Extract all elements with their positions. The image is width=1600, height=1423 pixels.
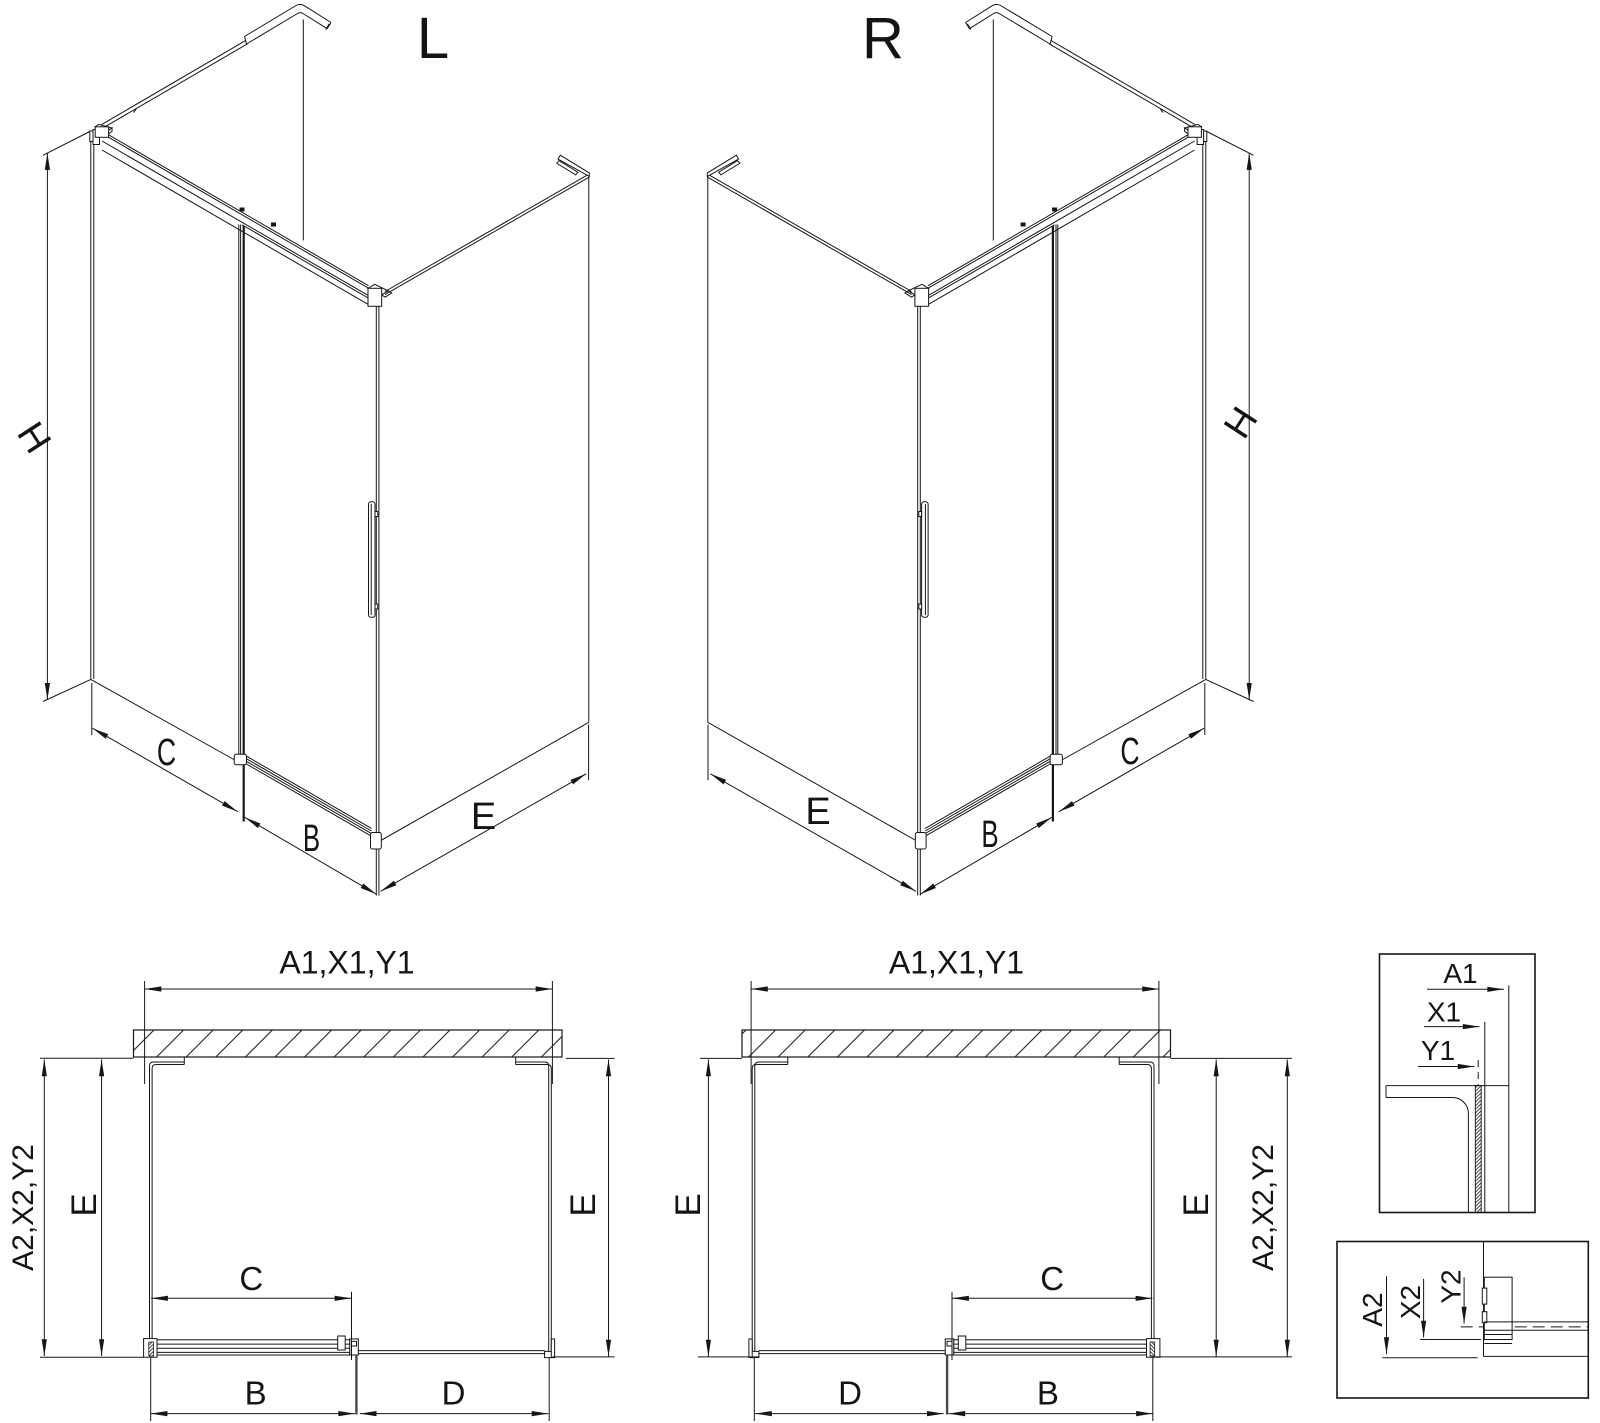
svg-text:Y2: Y2 (1436, 1269, 1467, 1303)
svg-text:B: B (245, 1375, 267, 1412)
svg-text:Y1: Y1 (1421, 1035, 1455, 1066)
svg-text:A1,X1,Y1: A1,X1,Y1 (889, 945, 1024, 981)
svg-text:B: B (303, 817, 320, 859)
svg-text:A1,X1,Y1: A1,X1,Y1 (279, 945, 414, 981)
svg-text:X1: X1 (1427, 997, 1461, 1028)
svg-text:A2: A2 (1357, 1292, 1388, 1326)
svg-text:E: E (564, 1193, 603, 1216)
svg-text:B: B (981, 813, 998, 855)
svg-text:E: E (471, 796, 496, 838)
svg-text:E: E (1177, 1193, 1216, 1216)
svg-text:D: D (442, 1375, 466, 1412)
svg-text:E: E (65, 1193, 104, 1216)
svg-text:B: B (1037, 1375, 1059, 1412)
svg-text:L: L (417, 6, 449, 71)
svg-text:C: C (157, 730, 176, 773)
svg-text:C: C (1120, 729, 1139, 772)
svg-text:C: C (1040, 1260, 1064, 1297)
svg-text:E: E (669, 1193, 708, 1216)
svg-text:A1: A1 (1443, 958, 1477, 989)
svg-text:R: R (862, 6, 904, 71)
svg-text:X2: X2 (1395, 1285, 1426, 1319)
svg-text:A2,X2,Y2: A2,X2,Y2 (1247, 1144, 1280, 1271)
svg-text:C: C (239, 1260, 263, 1297)
svg-text:A2,X2,Y2: A2,X2,Y2 (7, 1144, 40, 1271)
svg-text:E: E (805, 791, 830, 833)
svg-text:D: D (838, 1375, 862, 1412)
